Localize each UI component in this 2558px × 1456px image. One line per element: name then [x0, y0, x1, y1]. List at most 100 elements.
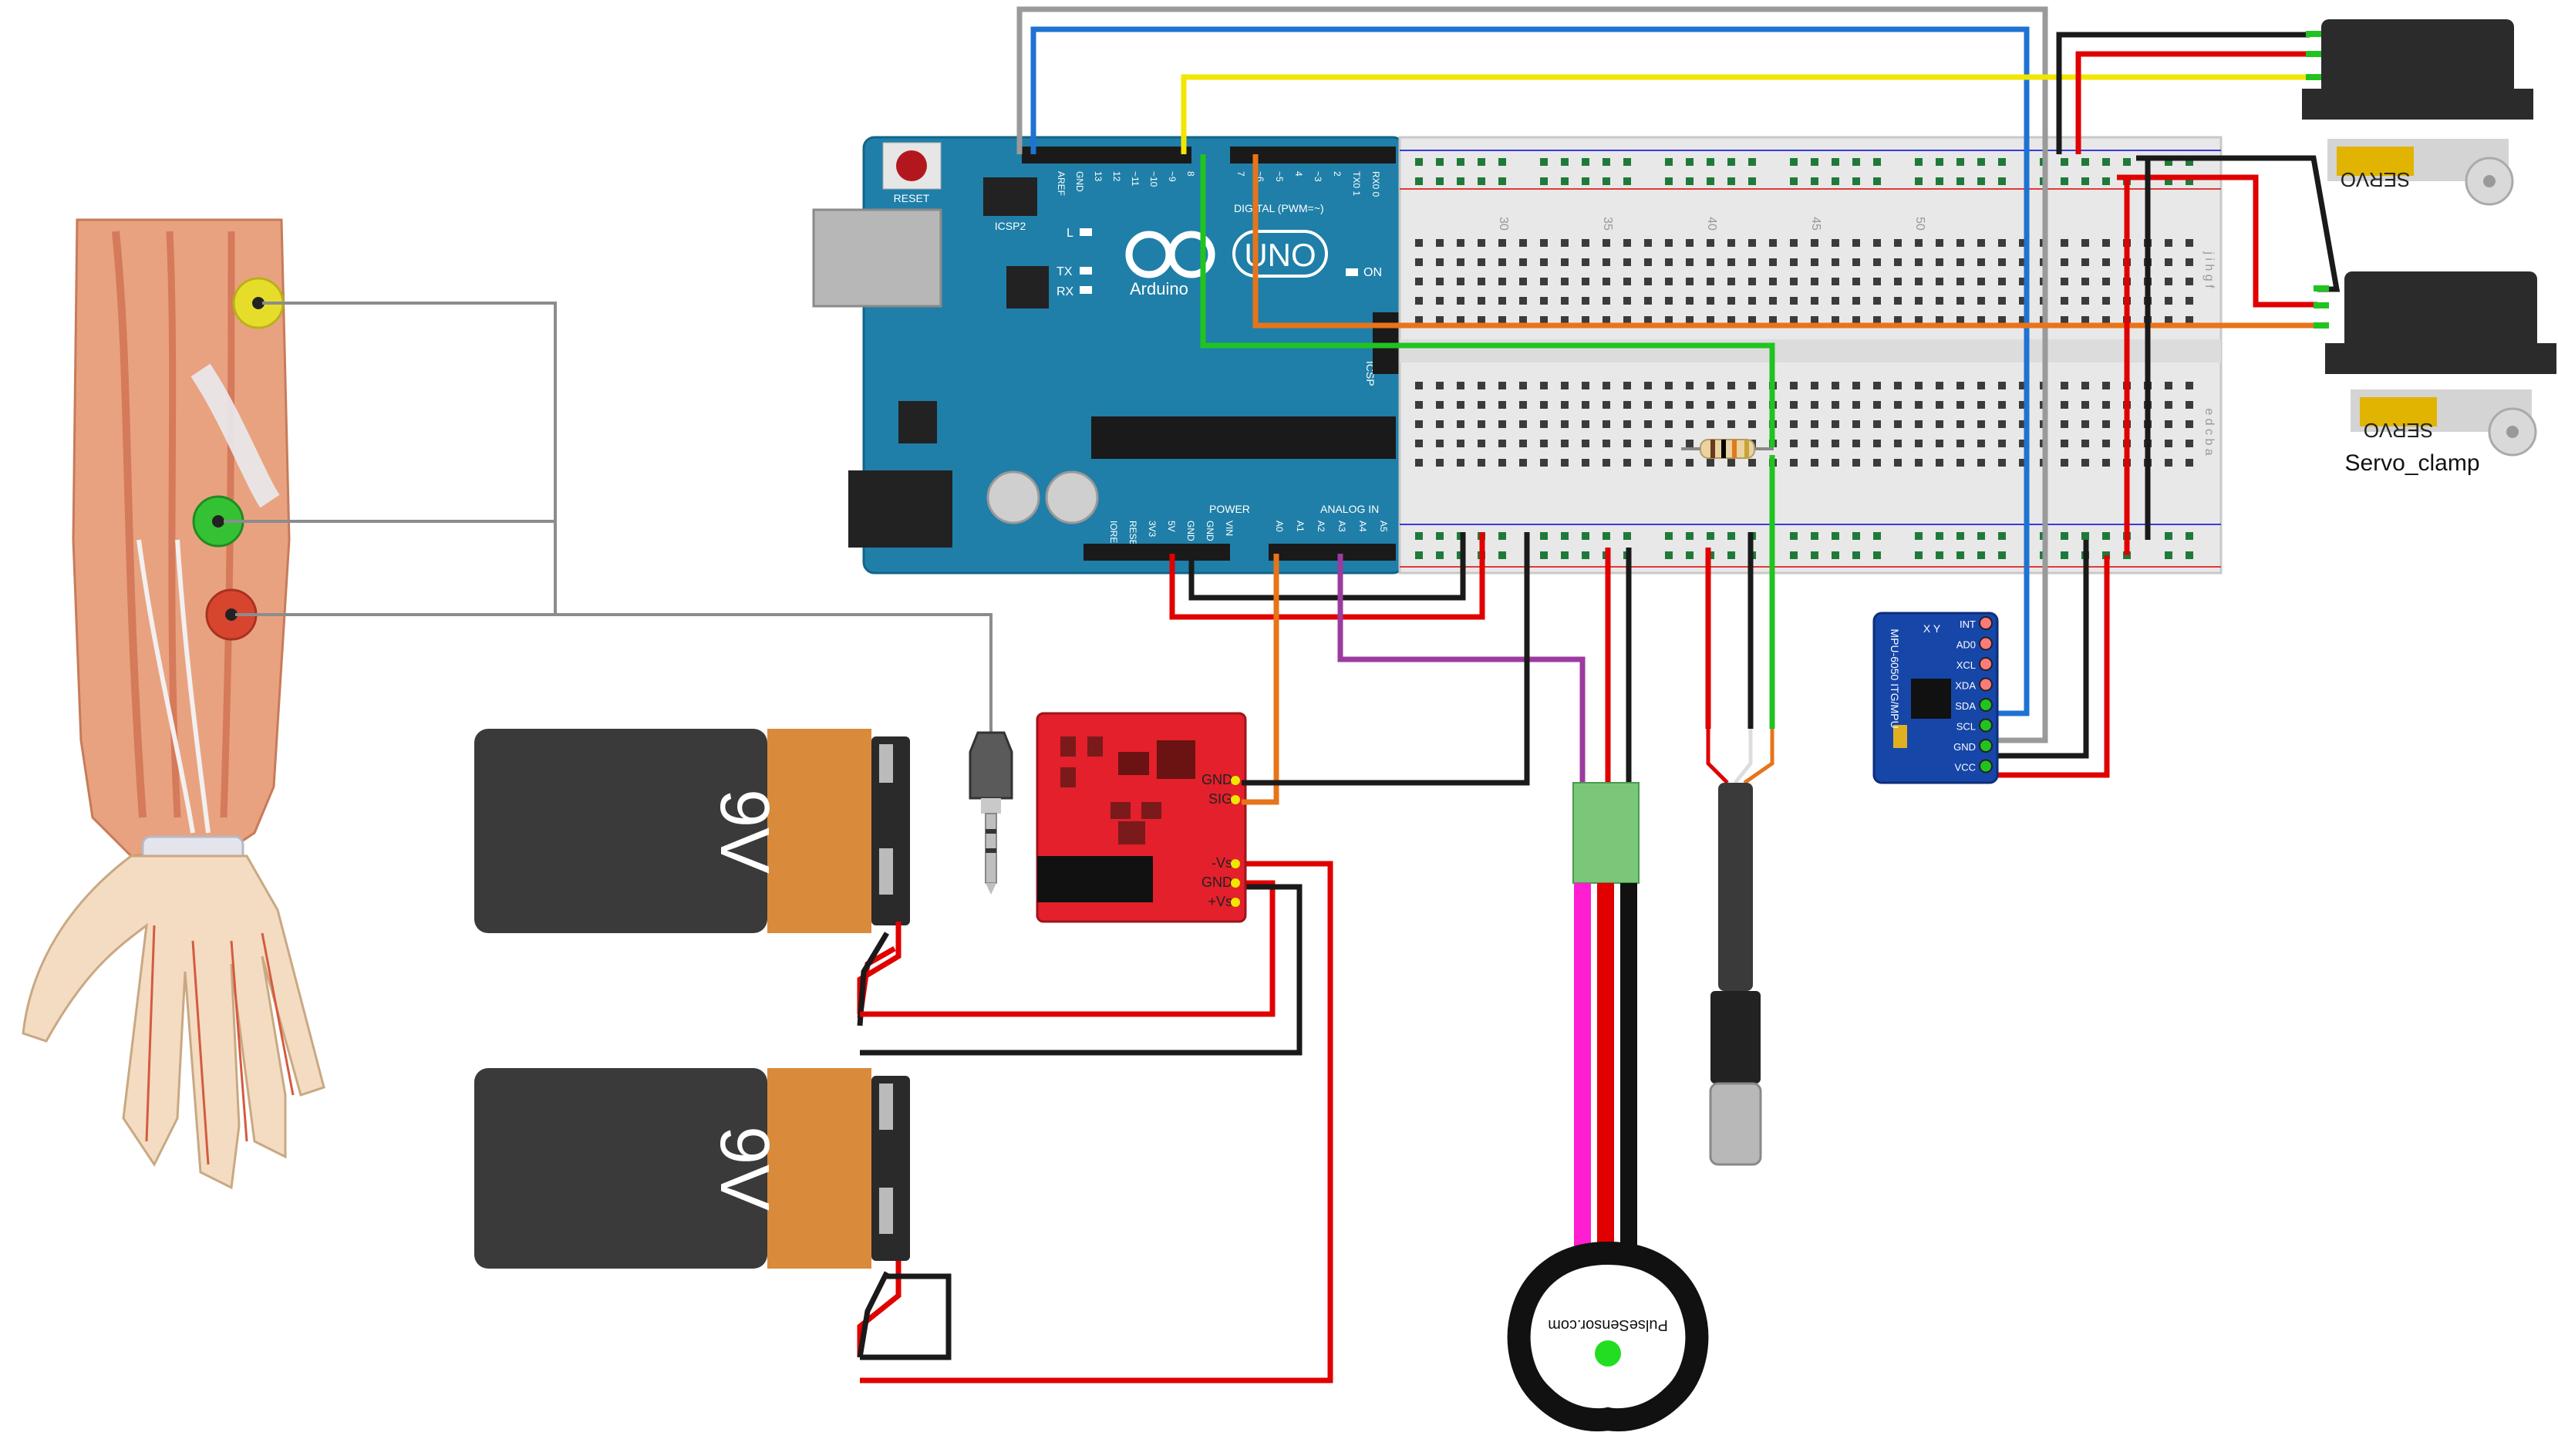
- rail-hole: [1457, 158, 1464, 166]
- breadboard-hole: [1686, 316, 1694, 324]
- breadboard-hole: [1852, 278, 1860, 285]
- imu-pin-pad: [1979, 759, 1993, 774]
- breadboard-hole: [1915, 258, 1923, 266]
- breadboard-hole: [1582, 420, 1589, 428]
- breadboard: 30 35 40 45 50 j i h g f e d c b a: [1398, 136, 2223, 575]
- breadboard-hole: [1873, 459, 1881, 467]
- breadboard-hole: [2019, 440, 2027, 447]
- imu-pin-xda: XDA: [1955, 680, 1976, 692]
- breadboard-hole: [1457, 382, 1464, 389]
- breadboard-hole: [1415, 440, 1423, 447]
- breadboard-hole: [1644, 278, 1652, 285]
- imu-pin-gnd: GND: [1953, 741, 1976, 753]
- pin-label-a5: A5: [1378, 521, 1389, 532]
- breadboard-hole: [2102, 278, 2110, 285]
- mpu6050-imu: MPU-6050 ITG/MPU X Y INTAD0XCLXDASDASCLG…: [1872, 612, 1999, 784]
- rail-hole: [1415, 158, 1423, 166]
- breadboard-hole: [1998, 278, 2006, 285]
- rail-hole: [1498, 158, 1506, 166]
- breadboard-hole: [1457, 316, 1464, 324]
- breadboard-hole: [1436, 239, 1444, 247]
- rail-hole: [1436, 551, 1444, 559]
- resistor: [1681, 439, 1774, 459]
- rail-hole: [1873, 551, 1881, 559]
- breadboard-hole: [2186, 278, 2193, 285]
- breadboard-hole: [1769, 239, 1777, 247]
- breadboard-hole: [1623, 297, 1631, 305]
- breadboard-hole: [1707, 258, 1714, 266]
- rail-hole: [1998, 532, 2006, 540]
- breadboard-hole: [2165, 258, 2172, 266]
- breadboard-hole: [2165, 297, 2172, 305]
- bb-col-50: 50: [1913, 217, 1926, 231]
- breadboard-hole: [1852, 316, 1860, 324]
- breadboard-hole: [2165, 420, 2172, 428]
- breadboard-hole: [2061, 382, 2068, 389]
- breadboard-hole: [1457, 278, 1464, 285]
- breadboard-hole: [1436, 459, 1444, 467]
- breadboard-hole: [1977, 316, 1985, 324]
- rail-hole: [1436, 158, 1444, 166]
- pin-label-a0: A0: [1274, 521, 1285, 532]
- breadboard-hole: [1665, 239, 1673, 247]
- breadboard-hole: [1956, 459, 1964, 467]
- pin-label--11: ~11: [1130, 171, 1141, 187]
- rail-hole: [1936, 551, 1943, 559]
- breadboard-hole: [1519, 239, 1527, 247]
- servo-clamp-caption: Servo_clamp: [2344, 450, 2479, 476]
- breadboard-hole: [1436, 420, 1444, 428]
- breadboard-hole: [2165, 440, 2172, 447]
- imu-pin-sda: SDA: [1955, 700, 1976, 712]
- breadboard-hole: [2186, 239, 2193, 247]
- rail-hole: [1956, 551, 1964, 559]
- breadboard-hole: [1727, 459, 1735, 467]
- breadboard-hole: [1894, 401, 1902, 409]
- battery-1: 9V: [474, 729, 910, 933]
- breadboard-hole: [1415, 258, 1423, 266]
- breadboard-hole: [1603, 420, 1610, 428]
- breadboard-hole: [1623, 420, 1631, 428]
- breadboard-hole: [1436, 258, 1444, 266]
- breadboard-hole: [1998, 316, 2006, 324]
- breadboard-hole: [2165, 459, 2172, 467]
- breadboard-hole: [2102, 297, 2110, 305]
- rail-hole: [1436, 177, 1444, 185]
- breadboard-hole: [1707, 316, 1714, 324]
- electrode-leads: [224, 302, 993, 733]
- breadboard-hole: [1686, 258, 1694, 266]
- breadboard-hole: [1811, 382, 1818, 389]
- breadboard-hole: [1519, 401, 1527, 409]
- battery-1-label: 9V: [706, 789, 783, 874]
- rail-hole: [1665, 532, 1673, 540]
- breadboard-hole: [1540, 459, 1548, 467]
- breadboard-hole: [2102, 316, 2110, 324]
- rail-hole: [1686, 177, 1694, 185]
- reset-label: RESET: [894, 192, 930, 204]
- breadboard-hole: [1498, 278, 1506, 285]
- breadboard-hole: [1415, 297, 1423, 305]
- imu-pin-pad: [1979, 739, 1993, 753]
- breadboard-hole: [1790, 420, 1798, 428]
- rail-hole: [2061, 551, 2068, 559]
- breadboard-hole: [1727, 278, 1735, 285]
- breadboard-hole: [1436, 297, 1444, 305]
- breadboard-hole: [1748, 258, 1756, 266]
- breadboard-hole: [1915, 440, 1923, 447]
- rail-hole: [2186, 551, 2193, 559]
- breadboard-hole: [1811, 401, 1818, 409]
- breadboard-hole: [1686, 278, 1694, 285]
- breadboard-hole: [1873, 420, 1881, 428]
- breadboard-hole: [1811, 297, 1818, 305]
- breadboard-hole: [1998, 239, 2006, 247]
- breadboard-hole: [1603, 459, 1610, 467]
- pin-label--3: ~3: [1313, 171, 1323, 182]
- rail-hole: [1977, 532, 1985, 540]
- breadboard-hole: [1936, 297, 1943, 305]
- rail-hole: [1832, 177, 1839, 185]
- breadboard-hole: [1956, 440, 1964, 447]
- breadboard-hole: [1727, 239, 1735, 247]
- breadboard-hole: [1478, 258, 1485, 266]
- rail-hole: [1540, 551, 1548, 559]
